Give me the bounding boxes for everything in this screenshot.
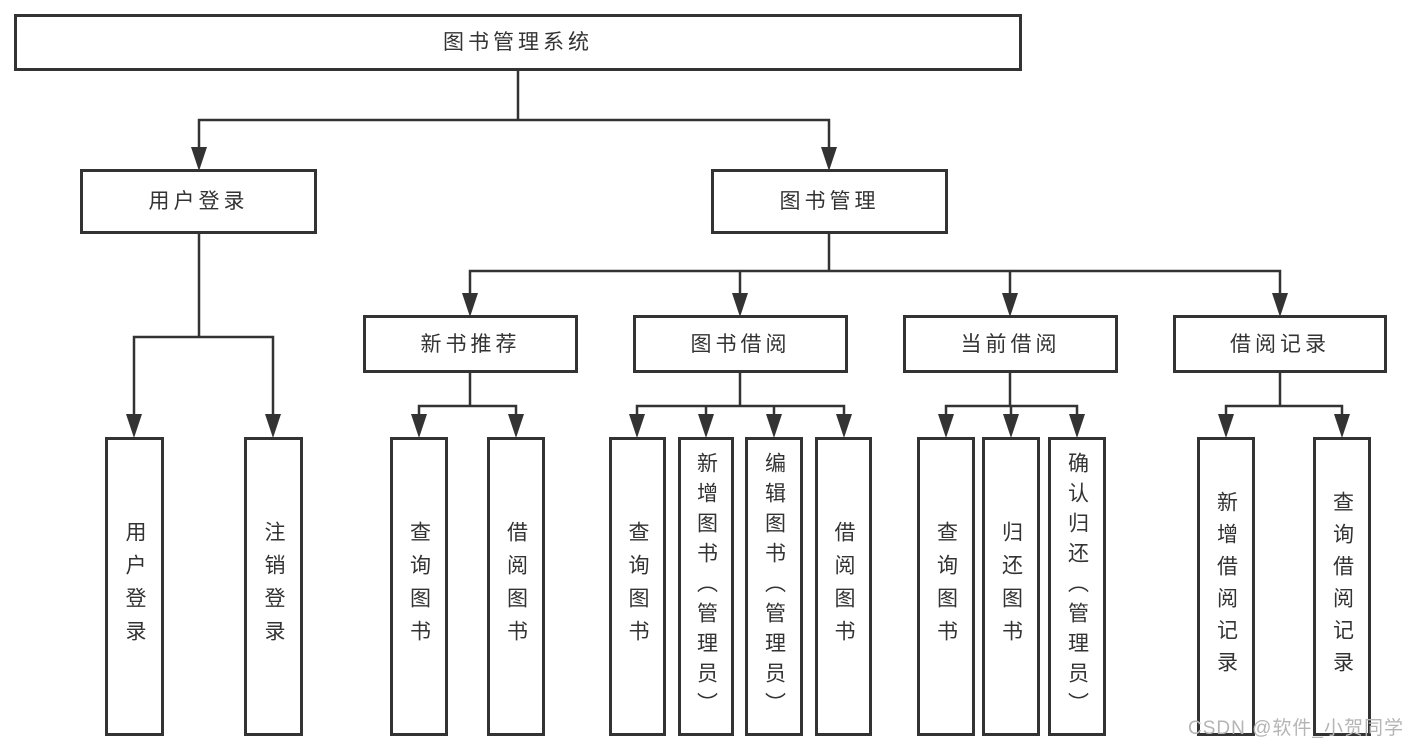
- leaf-logout-label: 注销登录: [262, 520, 285, 653]
- leaf-query-books-recommend-label: 查询图书: [407, 520, 431, 653]
- node-book-mgmt-system: 图书管理系统: [14, 14, 1022, 71]
- leaf-add-book-admin: 新增图书（管理员）: [678, 437, 734, 736]
- leaf-edit-book-admin-label: 编辑图书（管理员）: [762, 451, 786, 722]
- leaf-query-books-current-label: 查询图书: [934, 520, 958, 653]
- connector-mgmt-split: [462, 234, 1288, 317]
- node-user-login-branch-label: 用户登录: [148, 190, 249, 213]
- leaf-return-book: 归还图书: [982, 437, 1040, 736]
- leaf-user-login: 用户登录: [105, 437, 164, 736]
- leaf-query-books-recommend: 查询图书: [390, 437, 448, 736]
- leaf-query-borrow-record-label: 查询借阅记录: [1330, 490, 1354, 683]
- node-new-book-recommend: 新书推荐: [363, 315, 578, 373]
- leaf-logout: 注销登录: [244, 437, 303, 736]
- leaf-query-books-current: 查询图书: [917, 437, 975, 736]
- csdn-watermark: CSDN @软件_小贺同学: [1188, 718, 1404, 739]
- node-book-management: 图书管理: [711, 169, 948, 234]
- leaf-borrow-books-borrow: 借阅图书: [815, 437, 872, 736]
- node-current-borrow: 当前借阅: [903, 315, 1118, 373]
- leaf-edit-book-admin: 编辑图书（管理员）: [745, 437, 803, 736]
- connector-borrow-split: [629, 373, 852, 438]
- leaf-confirm-return-admin: 确认归还（管理员）: [1048, 437, 1106, 736]
- leaf-borrow-books-borrow-label: 借阅图书: [832, 520, 855, 653]
- leaf-query-borrow-record: 查询借阅记录: [1313, 437, 1371, 736]
- node-book-management-label: 图书管理: [779, 190, 880, 213]
- leaf-query-books-borrow: 查询图书: [609, 437, 666, 736]
- node-borrow-records: 借阅记录: [1173, 315, 1387, 373]
- node-current-borrow-label: 当前借阅: [960, 332, 1061, 356]
- leaf-add-borrow-record: 新增借阅记录: [1197, 437, 1255, 736]
- leaf-confirm-return-admin-label: 确认归还（管理员）: [1065, 451, 1089, 722]
- connector-current-split: [938, 373, 1085, 438]
- node-book-mgmt-system-label: 图书管理系统: [443, 31, 593, 54]
- connector-root-split: [191, 71, 837, 171]
- connector-records-split: [1218, 373, 1350, 438]
- leaf-borrow-books-recommend: 借阅图书: [487, 437, 545, 736]
- node-book-borrow-label: 图书借阅: [690, 332, 791, 356]
- leaf-add-book-admin-label: 新增图书（管理员）: [694, 451, 718, 722]
- node-new-book-recommend-label: 新书推荐: [420, 332, 521, 356]
- connector-login-split: [126, 234, 281, 438]
- node-borrow-records-label: 借阅记录: [1230, 332, 1330, 356]
- leaf-query-books-borrow-label: 查询图书: [626, 520, 649, 653]
- leaf-user-login-label: 用户登录: [123, 520, 146, 653]
- leaf-return-book-label: 归还图书: [999, 520, 1023, 653]
- connector-recommend-split: [411, 373, 524, 438]
- node-user-login-branch: 用户登录: [80, 169, 317, 234]
- leaf-borrow-books-recommend-label: 借阅图书: [504, 520, 528, 653]
- node-book-borrow: 图书借阅: [633, 315, 848, 373]
- leaf-add-borrow-record-label: 新增借阅记录: [1214, 490, 1238, 683]
